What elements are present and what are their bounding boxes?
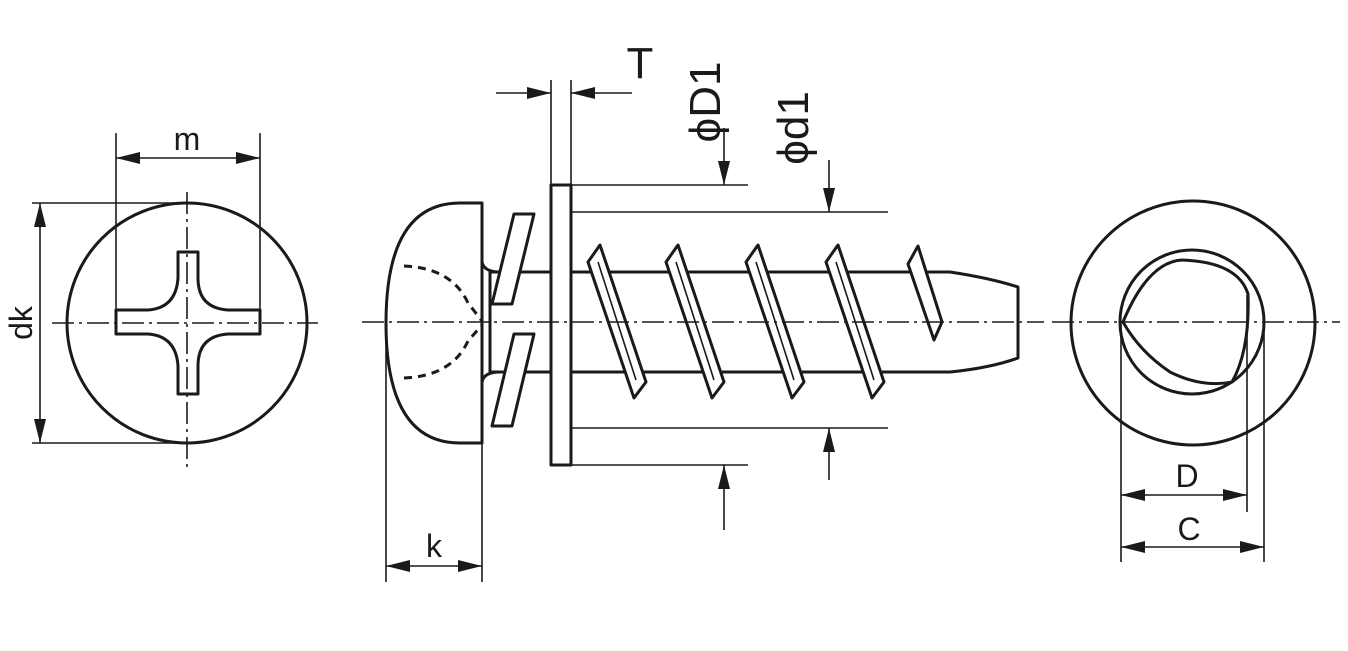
T-arrow-left	[527, 87, 551, 99]
thread-segment-upper	[490, 212, 536, 306]
T-label: T	[627, 39, 654, 88]
C-arrow-right	[1240, 541, 1264, 553]
C-label: C	[1177, 511, 1200, 547]
C-arrow-left	[1121, 541, 1145, 553]
recess-hidden-upper	[403, 264, 484, 322]
thread-inner-4	[835, 261, 875, 381]
thread-inner-1	[597, 261, 637, 381]
dk-label: dk	[3, 305, 39, 340]
m-arrow-right	[236, 152, 260, 164]
recess-hidden-lower	[403, 324, 484, 380]
screw-side-view: T ϕD1 ϕd1 k	[362, 39, 1044, 582]
thread-inner-3	[755, 261, 795, 381]
underhead-fillet-bottom	[480, 370, 502, 384]
thread-segment-lower	[490, 332, 536, 428]
dk-arrow-top	[34, 203, 46, 227]
d1-arrow-bottom	[823, 428, 835, 452]
washer	[549, 183, 573, 467]
thread-crest-partial	[906, 244, 944, 342]
phillips-cross-recess	[114, 250, 262, 396]
m-label: m	[174, 121, 201, 157]
pan-head-outline	[384, 201, 484, 445]
D-arrow-left	[1121, 489, 1145, 501]
thread-inner-2	[675, 261, 715, 381]
tip-end-view: D C	[1052, 199, 1340, 562]
head-top-view: m dk	[3, 121, 318, 467]
m-arrow-left	[116, 152, 140, 164]
D1-arrow-bottom	[718, 465, 730, 489]
dk-arrow-bottom	[34, 419, 46, 443]
washer-outline-circle	[1069, 199, 1317, 447]
k-arrow-left	[386, 560, 410, 572]
D-arrow-right	[1223, 489, 1247, 501]
underhead-fillet-top	[480, 260, 502, 274]
k-label: k	[426, 528, 443, 564]
D1-label: ϕD1	[681, 62, 730, 143]
D-label: D	[1175, 458, 1198, 494]
d1-label: ϕd1	[769, 91, 818, 165]
T-arrow-right	[571, 87, 595, 99]
D1-arrow-top	[718, 161, 730, 185]
k-arrow-right	[458, 560, 482, 572]
d1-arrow-top	[823, 188, 835, 212]
